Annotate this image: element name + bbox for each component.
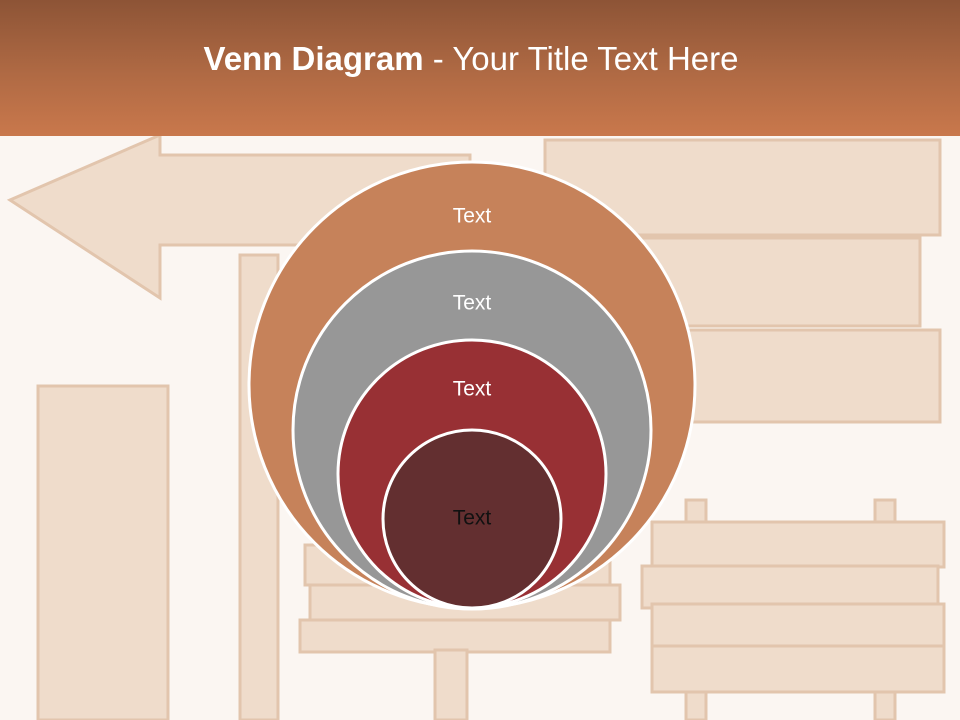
outer-circle-label: Text bbox=[453, 205, 492, 228]
second-circle-label: Text bbox=[453, 292, 492, 315]
post bbox=[36, 384, 170, 720]
third-circle-label: Text bbox=[453, 378, 492, 401]
plank-sign bbox=[650, 602, 946, 648]
title-rest: - Your Title Text Here bbox=[423, 40, 739, 77]
title-bold: Venn Diagram bbox=[203, 40, 424, 77]
slide-title: Venn Diagram - Your Title Text Here bbox=[0, 40, 942, 78]
plank-sign bbox=[650, 644, 946, 694]
plank-sign bbox=[650, 520, 946, 569]
inner-circle bbox=[381, 428, 563, 610]
plank-sign bbox=[298, 618, 612, 654]
title-bar: Venn Diagram - Your Title Text Here bbox=[0, 0, 960, 136]
plank-sign bbox=[640, 564, 940, 610]
inner-circle-label: Text bbox=[453, 507, 492, 530]
post bbox=[433, 648, 469, 720]
